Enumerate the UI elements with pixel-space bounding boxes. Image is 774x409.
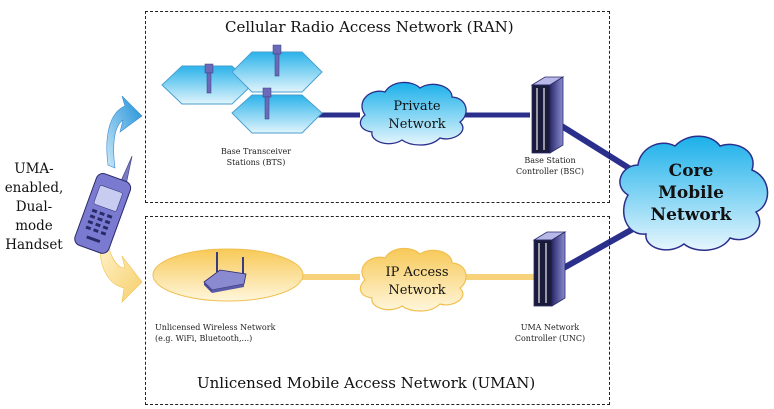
private-network-label-line: Network [388,117,446,132]
core-mobile-network-label: Core Mobile Network [636,160,746,226]
unc-label-line: UMA Network [520,323,580,332]
bts-label-line: Base Transceiver [220,147,292,156]
ip-access-network-cloud [359,247,467,312]
unlicensed-wireless-label: Unlicensed Wireless Network (e.g. WiFi, … [155,322,275,344]
unc-label-line: Controller (UNC) [514,334,586,343]
private-network-label-line: Private [393,99,441,114]
handset-label-line: enabled, [4,180,64,196]
bts-label: Base Transceiver Stations (BTS) [206,146,306,168]
bts-label-line: Stations (BTS) [226,158,286,167]
core-label-line: Mobile [658,183,724,203]
bts-cell-bottom [231,94,323,134]
handset-label-line: Dual-mode [15,199,53,234]
ran-title: Cellular Radio Access Network (RAN) [225,18,514,36]
wireless-label-line: Unlicensed Wireless Network [155,323,276,332]
handset-label-line: Handset [5,237,63,253]
ip-access-network-label: IP Access Network [372,264,462,300]
bsc-label: Base Station Controller (BSC) [500,155,600,177]
unc-label: UMA Network Controller (UNC) [500,322,600,344]
private-network-label: Private Network [372,98,462,134]
cellular-arrow-icon [106,95,143,169]
bsc-server-icon [530,76,565,154]
wireless-router-icon [203,252,247,293]
bsc-label-line: Base Station [524,156,576,165]
ip-network-label-line: IP Access [385,265,449,280]
ip-network-label-line: Network [388,283,446,298]
bts-tower-icon [204,44,282,120]
core-label-line: Network [650,205,732,225]
core-mobile-network-cloud [619,135,769,251]
unc-core-link [558,222,642,273]
ran-boundary [145,11,610,203]
unc-server-icon [532,231,567,307]
uman-boundary [145,216,610,405]
handset-label: UMA- enabled, Dual-mode Handset [0,160,68,255]
wireless-label-line: (e.g. WiFi, Bluetooth,...) [155,334,253,343]
dual-mode-handset-icon [74,155,133,254]
bsc-core-link [558,122,642,178]
private-network-cloud [359,81,467,146]
handset-label-line: UMA- [14,161,54,177]
unlicensed-arrow-icon [99,244,143,303]
core-label-line: Core [668,161,714,181]
bsc-label-line: Controller (BSC) [516,167,584,176]
uman-title: Unlicensed Mobile Access Network (UMAN) [197,374,536,392]
